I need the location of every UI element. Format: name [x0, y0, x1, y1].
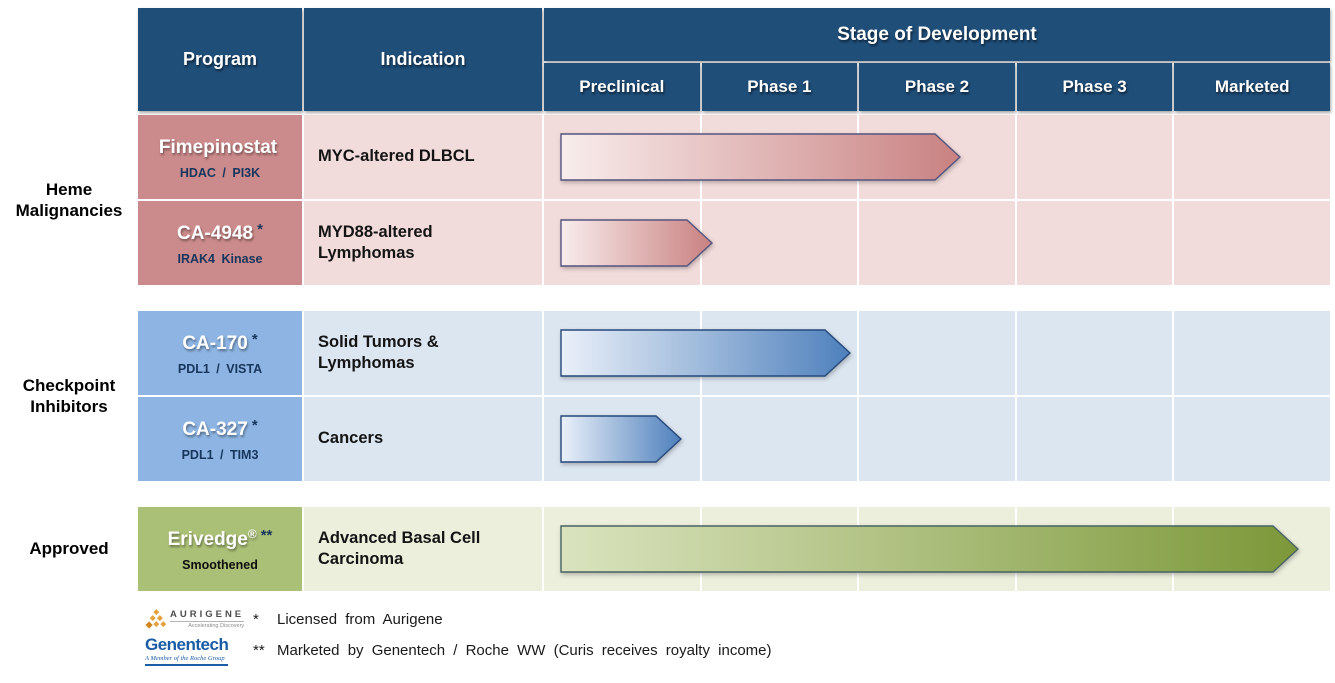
aurigene-logo-tagline: Accelerating Discovery: [170, 621, 245, 629]
stage-cell: [1016, 201, 1173, 285]
genentech-logo-text: Genentech: [145, 635, 229, 654]
progress-arrow: [560, 415, 682, 463]
indication-cell: Cancers: [304, 397, 542, 481]
program-column-header: Program: [138, 8, 302, 111]
pipeline-row-ca170: CA-170* PDL1 / VISTA Solid Tumors & Lymp…: [138, 311, 1330, 395]
stage-header-phase2: Phase 2: [859, 63, 1015, 111]
stage-area: [544, 397, 1330, 481]
footnote-marketed: ** Marketed by Genentech / Roche WW (Cur…: [253, 642, 772, 659]
stage-cell: [1174, 311, 1330, 395]
license-asterisk: *: [251, 330, 258, 348]
program-cell: CA-170* PDL1 / VISTA: [138, 311, 302, 395]
program-target: Smoothened: [182, 557, 258, 572]
program-target: PDL1 / VISTA: [177, 361, 263, 376]
group-checkpoint-inhibitors: Checkpoint Inhibitors CA-170* PDL1 / VIS…: [0, 311, 1330, 481]
group-label: Approved: [29, 539, 109, 559]
stage-header-phase3: Phase 3: [1016, 63, 1173, 111]
program-target: PDL1 / TIM3: [181, 447, 259, 462]
progress-arrow: [560, 219, 713, 267]
indication-cell: MYC-altered DLBCL: [304, 115, 542, 199]
table-header: Program Indication Stage of Development …: [138, 8, 1330, 111]
marketed-asterisk: **: [260, 526, 273, 544]
stage-cell: [859, 397, 1015, 481]
license-asterisk: *: [251, 416, 258, 434]
stage-cell: [1016, 115, 1173, 199]
license-asterisk: *: [257, 220, 263, 238]
indication-cell: MYD88-altered Lymphomas: [304, 201, 542, 285]
indication-cell: Solid Tumors & Lymphomas: [304, 311, 542, 395]
stage-cell: [1174, 201, 1330, 285]
footnote-licensed: * Licensed from Aurigene: [253, 610, 443, 628]
pipeline-row-fimepinostat: Fimepinostat HDAC / PI3K MYC-altered DLB…: [138, 115, 1330, 199]
stage-cell: [859, 311, 1015, 395]
program-cell: Erivedge®** Smoothened: [138, 507, 302, 591]
stage-header-phase1: Phase 1: [701, 63, 858, 111]
genentech-logo-tagline: A Member of the Roche Group: [145, 655, 225, 662]
program-name: Fimepinostat: [158, 136, 278, 158]
program-name: CA-327*: [182, 416, 258, 440]
stage-area: [544, 115, 1330, 199]
stage-of-development-header: Stage of Development: [544, 8, 1330, 61]
program-cell: CA-327* PDL1 / TIM3: [138, 397, 302, 481]
stage-area: [544, 201, 1330, 285]
progress-arrow: [560, 329, 851, 377]
group-heme-malignancies: Heme Malignancies Fimepinostat HDAC / PI…: [0, 115, 1330, 285]
stage-cell: [1016, 311, 1173, 395]
program-name: CA-4948*: [177, 220, 263, 244]
aurigene-logo: AURIGENE Accelerating Discovery: [145, 609, 253, 629]
stage-cell: [859, 201, 1015, 285]
pipeline-row-ca327: CA-327* PDL1 / TIM3 Cancers: [138, 397, 1330, 481]
pipeline-row-erivedge: Erivedge®** Smoothened Advanced Basal Ce…: [138, 507, 1330, 591]
aurigene-logo-text: AURIGENE: [170, 609, 245, 620]
group-label: Checkpoint Inhibitors: [22, 375, 116, 416]
progress-arrow: [560, 525, 1299, 573]
program-target: IRAK4 Kinase: [177, 251, 263, 266]
progress-arrow: [560, 133, 961, 181]
stage-area: [544, 311, 1330, 395]
program-name: Erivedge®**: [167, 526, 273, 550]
stage-area: [544, 507, 1330, 591]
indication-cell: Advanced Basal Cell Carcinoma: [304, 507, 542, 591]
group-approved: Approved Erivedge®** Smoothened Advanced…: [0, 507, 1330, 591]
stage-cell: [701, 201, 858, 285]
program-name: CA-170*: [182, 330, 258, 354]
program-cell: CA-4948* IRAK4 Kinase: [138, 201, 302, 285]
stage-cell: [1174, 397, 1330, 481]
program-cell: Fimepinostat HDAC / PI3K: [138, 115, 302, 199]
pipeline-row-ca4948: CA-4948* IRAK4 Kinase MYD88-altered Lymp…: [138, 201, 1330, 285]
footnotes: AURIGENE Accelerating Discovery * Licens…: [145, 609, 1335, 666]
aurigene-logo-icon: [145, 609, 167, 629]
genentech-logo: Genentech A Member of the Roche Group: [145, 635, 229, 666]
program-target: HDAC / PI3K: [179, 165, 261, 180]
stage-cell: [701, 397, 858, 481]
group-label: Heme Malignancies: [15, 179, 123, 220]
stage-header-marketed: Marketed: [1174, 63, 1330, 111]
stage-cell: [1016, 397, 1173, 481]
stage-header-preclinical: Preclinical: [544, 63, 700, 111]
indication-column-header: Indication: [304, 8, 542, 111]
stage-cell: [1174, 115, 1330, 199]
